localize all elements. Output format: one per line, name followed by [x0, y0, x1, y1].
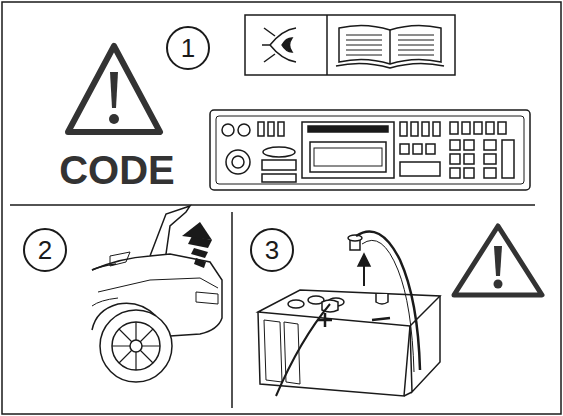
battery: [264, 320, 300, 384]
radio-unit: [268, 122, 274, 136]
radio-unit: [400, 162, 440, 176]
radio-unit: [486, 122, 494, 134]
car-rear: [196, 292, 218, 304]
battery: [404, 392, 412, 396]
warning-triangle: [109, 114, 119, 124]
warning-triangle: [68, 46, 160, 132]
radio-unit: [226, 150, 250, 174]
radio-unit: [258, 122, 264, 136]
radio-unit: [400, 122, 407, 136]
radio-unit: [484, 154, 496, 164]
lift-arrows: [182, 222, 212, 240]
car-rear: [112, 322, 160, 370]
radio-unit: [262, 174, 296, 182]
eye-book-icons: [346, 35, 434, 55]
battery: [288, 300, 304, 308]
radio-unit: [464, 154, 474, 164]
car-rear: [110, 252, 130, 266]
radio-unit: [450, 122, 458, 134]
radio-unit: [278, 122, 284, 136]
lift-arrows: [182, 222, 212, 268]
radio-unit: [464, 140, 474, 150]
warning-triangle: [110, 72, 118, 108]
battery: [372, 318, 390, 320]
disconnected-cable: [356, 231, 420, 370]
radio-unit: [411, 122, 418, 136]
radio-unit: [238, 124, 250, 136]
disconnected-cable: [348, 231, 420, 372]
radio-unit: [308, 126, 388, 132]
disconnected-cable: [358, 254, 370, 266]
warning-triangle: [454, 226, 542, 295]
radio-unit: [210, 110, 530, 190]
radio-unit: [262, 160, 296, 170]
eye-book-icons: [336, 63, 444, 68]
callout-number: 2: [38, 237, 52, 263]
car-rear: [92, 206, 222, 382]
disconnected-cable: [362, 240, 414, 372]
callout-number: 1: [181, 35, 195, 61]
warning-triangle: [494, 246, 502, 276]
radio-unit: [474, 122, 482, 134]
eye-book-icons: [326, 15, 328, 75]
eye-book-icons: [270, 28, 296, 62]
battery: [376, 294, 388, 304]
eye-book-icons: [245, 15, 455, 75]
radio-unit: [210, 110, 530, 190]
code-label: CODE: [59, 150, 175, 190]
eye-book-icons: [282, 38, 292, 52]
callout-circle: 1: [166, 26, 210, 70]
warning-triangle: [494, 280, 503, 289]
disconnected-cable: [348, 235, 362, 241]
radio-unit: [450, 168, 460, 178]
eye-book-icons: [339, 25, 441, 64]
frame: [10, 204, 535, 206]
radio-unit: [484, 140, 496, 150]
car-rear: [100, 310, 172, 382]
warning-triangle: [68, 46, 160, 132]
radio-unit: [310, 142, 386, 172]
radio-unit: [450, 154, 460, 164]
lift-arrows: [191, 248, 208, 258]
radio-unit: [263, 147, 295, 157]
callout-circle: 3: [250, 228, 294, 272]
radio-unit: [450, 140, 460, 150]
radio-unit: [426, 144, 435, 154]
radio-unit: [314, 148, 382, 166]
frame: [231, 212, 233, 408]
radio-unit: [464, 168, 474, 178]
callout-circle: 2: [23, 228, 67, 272]
radio-unit: [484, 168, 496, 178]
radio-unit: [422, 122, 429, 136]
warning-triangle: [454, 226, 542, 295]
radio-unit: [413, 144, 422, 154]
eye-book-icons: [389, 30, 391, 64]
radio-unit: [502, 140, 514, 178]
eye-book-icons: [264, 28, 275, 36]
radio-unit: [302, 122, 394, 178]
car-rear: [150, 206, 190, 256]
radio-unit: [433, 122, 440, 136]
callout-number: 3: [265, 237, 279, 263]
eye-book-icons: [245, 15, 455, 75]
radio-unit: [222, 124, 234, 136]
car-rear: [98, 278, 218, 292]
radio-unit: [498, 122, 506, 134]
radio-unit: [462, 122, 470, 134]
car-rear: [92, 298, 118, 306]
radio-unit: [400, 122, 514, 178]
lift-arrows: [194, 258, 206, 268]
car-rear: [112, 322, 160, 370]
eye-book-icons: [262, 44, 271, 46]
radio-unit: [400, 144, 409, 154]
eye-book-icons: [264, 54, 275, 62]
radio-unit: [216, 116, 524, 184]
radio-unit: [232, 156, 244, 168]
battery: [276, 304, 330, 396]
